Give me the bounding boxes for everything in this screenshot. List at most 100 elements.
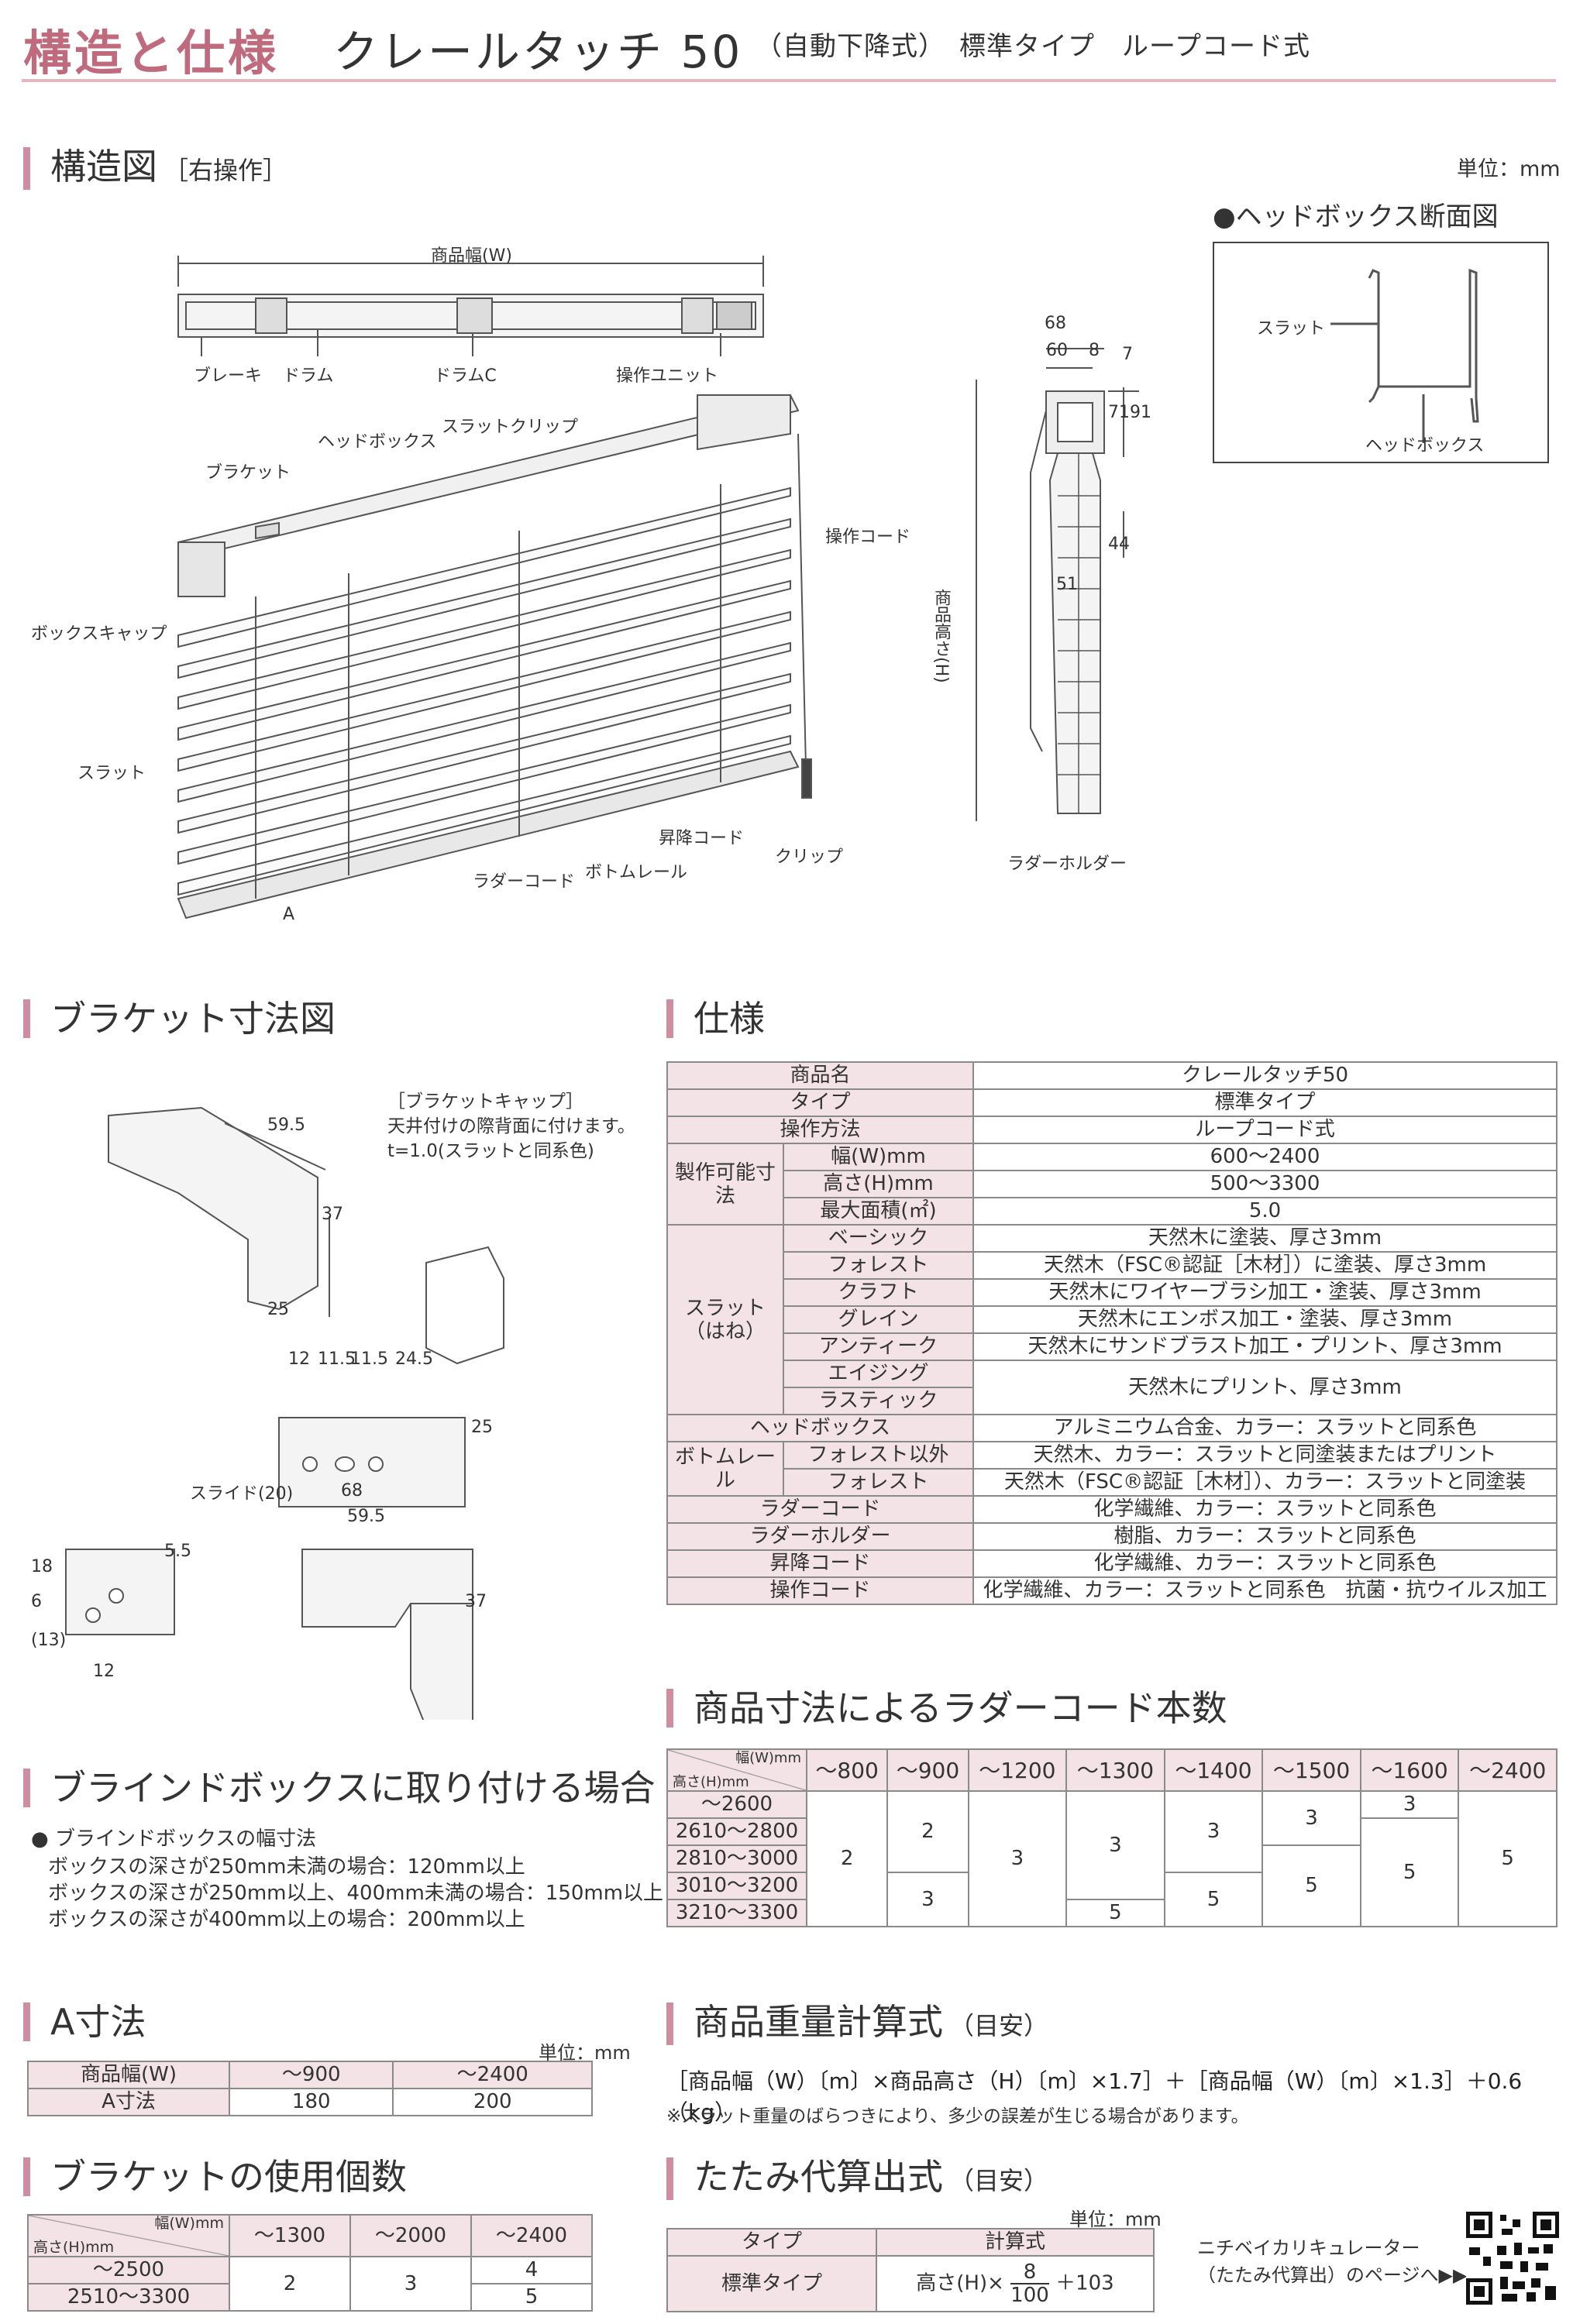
section-brackets: ブラケットの使用個数	[23, 2157, 407, 2196]
product-subtitle: （自動下降式） 標準タイプ ループコード式	[756, 31, 1310, 62]
ladder-corner: 幅(W)mm 高さ(H)mm	[666, 1748, 807, 1792]
ladder-row: 3010～3200 3 5	[666, 1872, 1557, 1927]
dim-bracket-18: 18	[31, 1557, 53, 1576]
label-ladder-holder: ラダーホルダー	[1007, 854, 1127, 874]
spec-row: アンティーク天然木にサンドブラスト加工・プリント、厚さ3mm	[667, 1332, 1558, 1361]
brackets-row: 2510～3300 5	[27, 2283, 593, 2312]
label-clip: クリップ	[775, 847, 844, 867]
brackets-header: 幅(W)mm 高さ(H)mm ～1300 ～2000 ～2400	[27, 2214, 593, 2257]
dim-bracket-24-5: 24.5	[395, 1349, 433, 1369]
dim-bracket-25: 25	[267, 1300, 289, 1319]
spec-row: ボトムレールフォレスト以外天然木、カラー：スラットと同塗装またはプリント	[666, 1441, 1558, 1497]
section-fold: たたみ代算出式（目安）	[666, 2157, 1048, 2200]
section-bracket-dims: ブラケット寸法図	[23, 999, 336, 1038]
label-cord: 操作コード	[825, 528, 911, 547]
label-bracket: ブラケット	[205, 463, 291, 483]
label-drum: ドラム	[283, 366, 334, 386]
dim-bracket-37b: 37	[465, 1592, 487, 1611]
cross-section-title: ●ヘッドボックス断面図	[1213, 201, 1499, 232]
ladder-row: 3210～3300 5	[666, 1899, 1557, 1927]
dim-bracket-37: 37	[322, 1205, 343, 1224]
brackets-row: ～2500 2 3 4	[27, 2256, 593, 2312]
dim-68: 68	[1045, 314, 1066, 333]
fold-unit: 単位：mm	[1069, 2209, 1162, 2230]
section-structure: 構造図［右操作］	[23, 147, 287, 190]
spec-row: ラスティック	[667, 1387, 1557, 1415]
section-a-dim: A寸法	[23, 2003, 146, 2041]
bracket-cap-note2: t=1.0(スラットと同系色)	[387, 1141, 594, 1161]
spec-row: 昇降コード化学繊維、カラー：スラットと同系色	[666, 1549, 1558, 1578]
a-dim-header: 商品幅(W) ～900 ～2400	[27, 2061, 593, 2089]
fold-row: 標準タイプ 高さ(H)× 8 100 ＋103	[666, 2255, 1155, 2312]
label-brake: ブレーキ	[194, 366, 263, 386]
spec-row: ラダーコード化学繊維、カラー：スラットと同系色	[666, 1495, 1558, 1524]
section-weight: 商品重量計算式（目安）	[666, 2003, 1048, 2045]
label-head-box: ヘッドボックス	[318, 432, 437, 452]
bracket-diagram	[65, 1106, 504, 1720]
a-dim-unit: 単位：mm	[539, 2042, 631, 2064]
spec-row: スラット（はね）ベーシック天然木に塗装、厚さ3mm	[666, 1224, 1558, 1415]
label-slat: スラット	[77, 764, 146, 783]
dim-44: 44	[1108, 535, 1130, 554]
bracket-cap-title: ［ブラケットキャップ］	[387, 1092, 583, 1112]
dim-bracket-13: (13)	[31, 1631, 67, 1650]
weight-formula: ［商品幅（W）〔m〕×商品高さ（H）〔m〕×1.7］＋［商品幅（W）〔m〕×1.…	[666, 2068, 1523, 2125]
ladder-table: 幅(W)mm 高さ(H)mm ～800 ～900 ～1200 ～1300 ～14…	[666, 1748, 1558, 1927]
ladder-row: 2610～2800 5	[666, 1817, 1557, 1927]
label-bottom-rail: ボトムレール	[585, 863, 688, 882]
dim-bracket-59-5: 59.5	[267, 1116, 305, 1135]
fold-header: タイプ 計算式	[666, 2228, 1155, 2257]
qr-code-icon[interactable]	[1466, 2212, 1559, 2305]
label-drum-c: ドラムC	[434, 366, 497, 386]
spec-row: エイジング天然木にプリント、厚さ3mm	[667, 1360, 1558, 1415]
page-title: 構造と仕様	[23, 25, 280, 81]
calculator-link[interactable]: ニチベイカリキュレーター	[1197, 2237, 1420, 2259]
spec-row: 操作コード化学繊維、カラー：スラットと同系色 抗菌・抗ウイルス加工	[666, 1576, 1558, 1605]
label-slat-clip: スラットクリップ	[442, 418, 579, 437]
label-lift-cord: 昇降コード	[659, 829, 745, 848]
weight-note: ※スラット重量のばらつきにより、多少の誤差が生じる場合があります。	[666, 2106, 1249, 2126]
label-height: 商品高さ(H)	[931, 589, 951, 683]
ladder-row: ～2600 2 2 3 3 3 3 3 5	[666, 1790, 1558, 1927]
spec-row: タイプ標準タイプ	[666, 1088, 1558, 1117]
bracket-cap-note1: 天井付けの際背面に付けます。	[387, 1116, 635, 1136]
dim-bracket-slide: スライド(20)	[190, 1484, 294, 1504]
dim-91: 91	[1130, 403, 1151, 422]
cross-label-slat: スラット	[1257, 319, 1326, 339]
structure-diagram	[177, 256, 1139, 920]
dim-bracket-11-5b: 11.5	[350, 1349, 388, 1369]
spec-row: クラフト天然木にワイヤーブラシ加工・塗装、厚さ3mm	[667, 1278, 1558, 1307]
dim-8: 8	[1089, 341, 1100, 360]
ladder-row: 2810～3000 5	[666, 1844, 1557, 1927]
dim-bracket-59-5b: 59.5	[347, 1507, 385, 1526]
fold-table: タイプ 計算式 標準タイプ 高さ(H)× 8 100 ＋103	[666, 2228, 1155, 2312]
label-ladder-cord: ラダーコード	[473, 872, 576, 892]
dim-60: 60	[1046, 341, 1068, 360]
dim-bracket-6: 6	[31, 1592, 42, 1611]
brackets-table: 幅(W)mm 高さ(H)mm ～1300 ～2000 ～2400 ～2500 2…	[27, 2214, 593, 2312]
a-dim-table: 商品幅(W) ～900 ～2400 A寸法 180 200	[27, 2061, 593, 2116]
spec-row: ヘッドボックスアルミニウム合金、カラー：スラットと同系色	[666, 1414, 1558, 1442]
blind-box-line: ボックスの深さが250mm以上、400mm未満の場合：150mm以上	[48, 1882, 664, 1905]
dim-bracket-25b: 25	[471, 1418, 493, 1437]
dim-bracket-68: 68	[341, 1481, 363, 1501]
spec-row: 最大面積(㎡)5.0	[667, 1197, 1558, 1226]
header-rule	[22, 79, 1556, 82]
a-dim-row: A寸法 180 200	[27, 2088, 593, 2116]
dim-bracket-11-5a: 11.5	[318, 1349, 356, 1369]
blind-box-subtitle: ● ブラインドボックスの幅寸法	[31, 1827, 317, 1851]
label-control-unit: 操作ユニット	[616, 366, 719, 386]
calculator-link-page[interactable]: （たたみ代算出）のページへ▶▶	[1197, 2264, 1468, 2286]
dim-bracket-12b: 12	[93, 1662, 115, 1681]
label-box-cap: ボックスキャップ	[31, 624, 167, 644]
label-a: A	[283, 905, 295, 924]
dim-bracket-5-5: 5.5	[164, 1542, 191, 1561]
dim-7: 7	[1122, 345, 1133, 364]
spec-row: フォレスト天然木（FSC®認証［木材］）、カラー：スラットと同塗装	[667, 1468, 1558, 1497]
spec-row: 操作方法ループコード式	[666, 1116, 1558, 1144]
product-name: クレールタッチ 50	[333, 26, 743, 78]
dim-bracket-12: 12	[288, 1349, 310, 1369]
blind-box-line: ボックスの深さが400mm以上の場合：200mm以上	[48, 1908, 525, 1931]
